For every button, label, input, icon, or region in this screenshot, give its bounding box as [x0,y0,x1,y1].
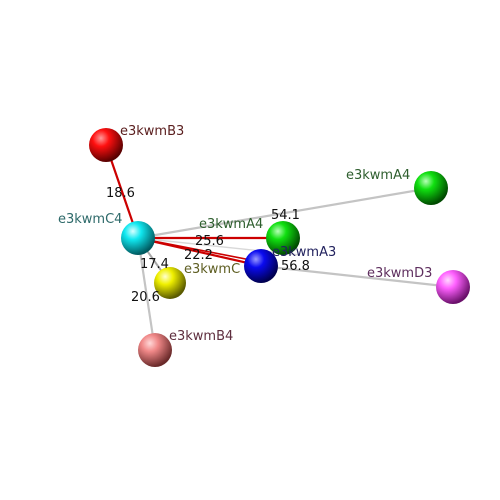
distance-line-c4-b4 [136,237,157,351]
distance-labels: 18.6 54.1 25.6 22.2 56.8 17.4 20.6 [106,186,310,305]
distance-line-a3-d3 [260,264,454,289]
distance-line-c4-a3-faint [137,237,301,256]
distance-label-c4-a3: 22.2 [184,248,213,263]
atom-c[interactable] [154,267,186,299]
distance-line-c4-a4g [137,186,432,240]
atom-a3[interactable] [244,249,278,283]
distance-label-a3-d3: 56.8 [281,259,310,274]
atom-b4[interactable] [138,333,172,367]
atom-b3[interactable] [89,128,123,162]
distance-label-c4-c: 17.4 [140,257,169,272]
distance-line-a4-a3 [137,237,262,263]
distance-label-c4-a4g: 54.1 [271,208,300,223]
atom-a4[interactable] [266,221,300,255]
atom-label-d3: e3kwmD3 [367,266,432,281]
distance-label-b3-c4: 18.6 [106,186,135,201]
atom-label-b3: e3kwmB3 [120,124,184,139]
atom-label-a3: e3kwmA3 [272,245,336,260]
atom-label-c: e3kwmC [184,262,240,277]
atom-label-b4: e3kwmB4 [169,329,233,344]
atom-d3[interactable] [436,270,470,304]
atom-c4[interactable] [121,221,155,255]
atom-labels: e3kwmB3 e3kwmA4 e3kwmC4 e3kwmA4 e3kwmA3 … [58,124,432,344]
atom-label-a4: e3kwmA4 [199,217,263,232]
atom-label-c4: e3kwmC4 [58,212,122,227]
distance-lines [104,144,454,351]
atoms [89,128,470,367]
atom-a4-far[interactable] [414,171,448,205]
distance-label-c4-b4: 20.6 [131,290,160,305]
atom-label-a4-far: e3kwmA4 [346,168,410,183]
distance-label-c4-a4: 25.6 [195,234,224,249]
